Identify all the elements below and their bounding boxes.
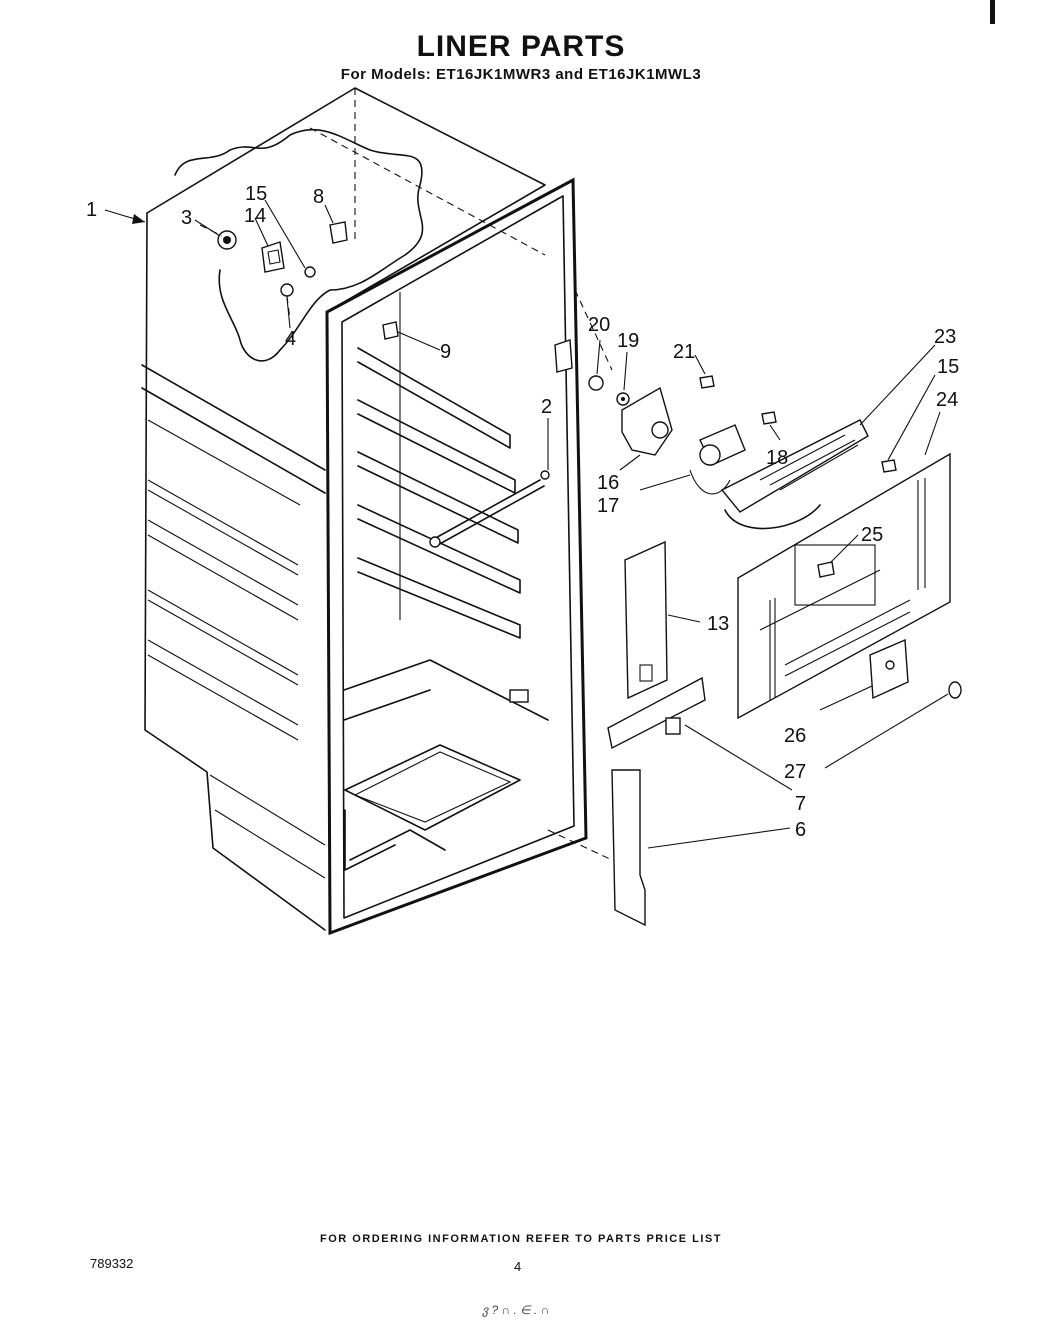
callout-21: 21 <box>673 341 695 363</box>
handwritten-mark: ვ ? ∩ . ∈ . ∩ <box>482 1303 550 1317</box>
callout-15-right: 15 <box>937 356 959 378</box>
callout-8: 8 <box>313 186 324 208</box>
callout-9: 9 <box>440 341 451 363</box>
callout-2: 2 <box>541 396 552 418</box>
callout-24: 24 <box>936 389 958 411</box>
control-parts-top-left <box>199 221 550 548</box>
callout-16: 16 <box>597 472 619 494</box>
callout-18: 18 <box>766 447 788 469</box>
callout-labels: 1 3 15 14 8 4 9 2 20 19 21 23 15 24 18 1… <box>86 183 959 841</box>
callout-26: 26 <box>784 725 806 747</box>
callout-27: 27 <box>784 761 806 783</box>
page-number: 4 <box>514 1259 522 1274</box>
corner-mark <box>990 0 995 24</box>
callout-14: 14 <box>244 205 266 227</box>
callout-6: 6 <box>795 819 806 841</box>
models-subtitle: For Models: ET16JK1MWR3 and ET16JK1MWL3 <box>340 66 702 83</box>
ordering-note: FOR ORDERING INFORMATION REFER TO PARTS … <box>320 1233 722 1245</box>
liner-cabinet <box>141 87 588 936</box>
callout-17: 17 <box>597 495 619 517</box>
callout-7: 7 <box>795 793 806 815</box>
callout-13: 13 <box>707 613 729 635</box>
callout-23: 23 <box>934 326 956 348</box>
callout-3: 3 <box>181 207 192 229</box>
callout-25: 25 <box>861 524 883 546</box>
leader-lines <box>104 199 949 849</box>
page-title: LINER PARTS <box>416 30 626 63</box>
callout-19: 19 <box>617 330 639 352</box>
callout-20: 20 <box>588 314 610 336</box>
catalog-number: 789332 <box>90 1256 134 1271</box>
evaporator-cover-parts <box>547 289 962 927</box>
callout-1: 1 <box>86 199 97 221</box>
callout-15-top: 15 <box>245 183 267 205</box>
callout-4: 4 <box>285 328 296 350</box>
